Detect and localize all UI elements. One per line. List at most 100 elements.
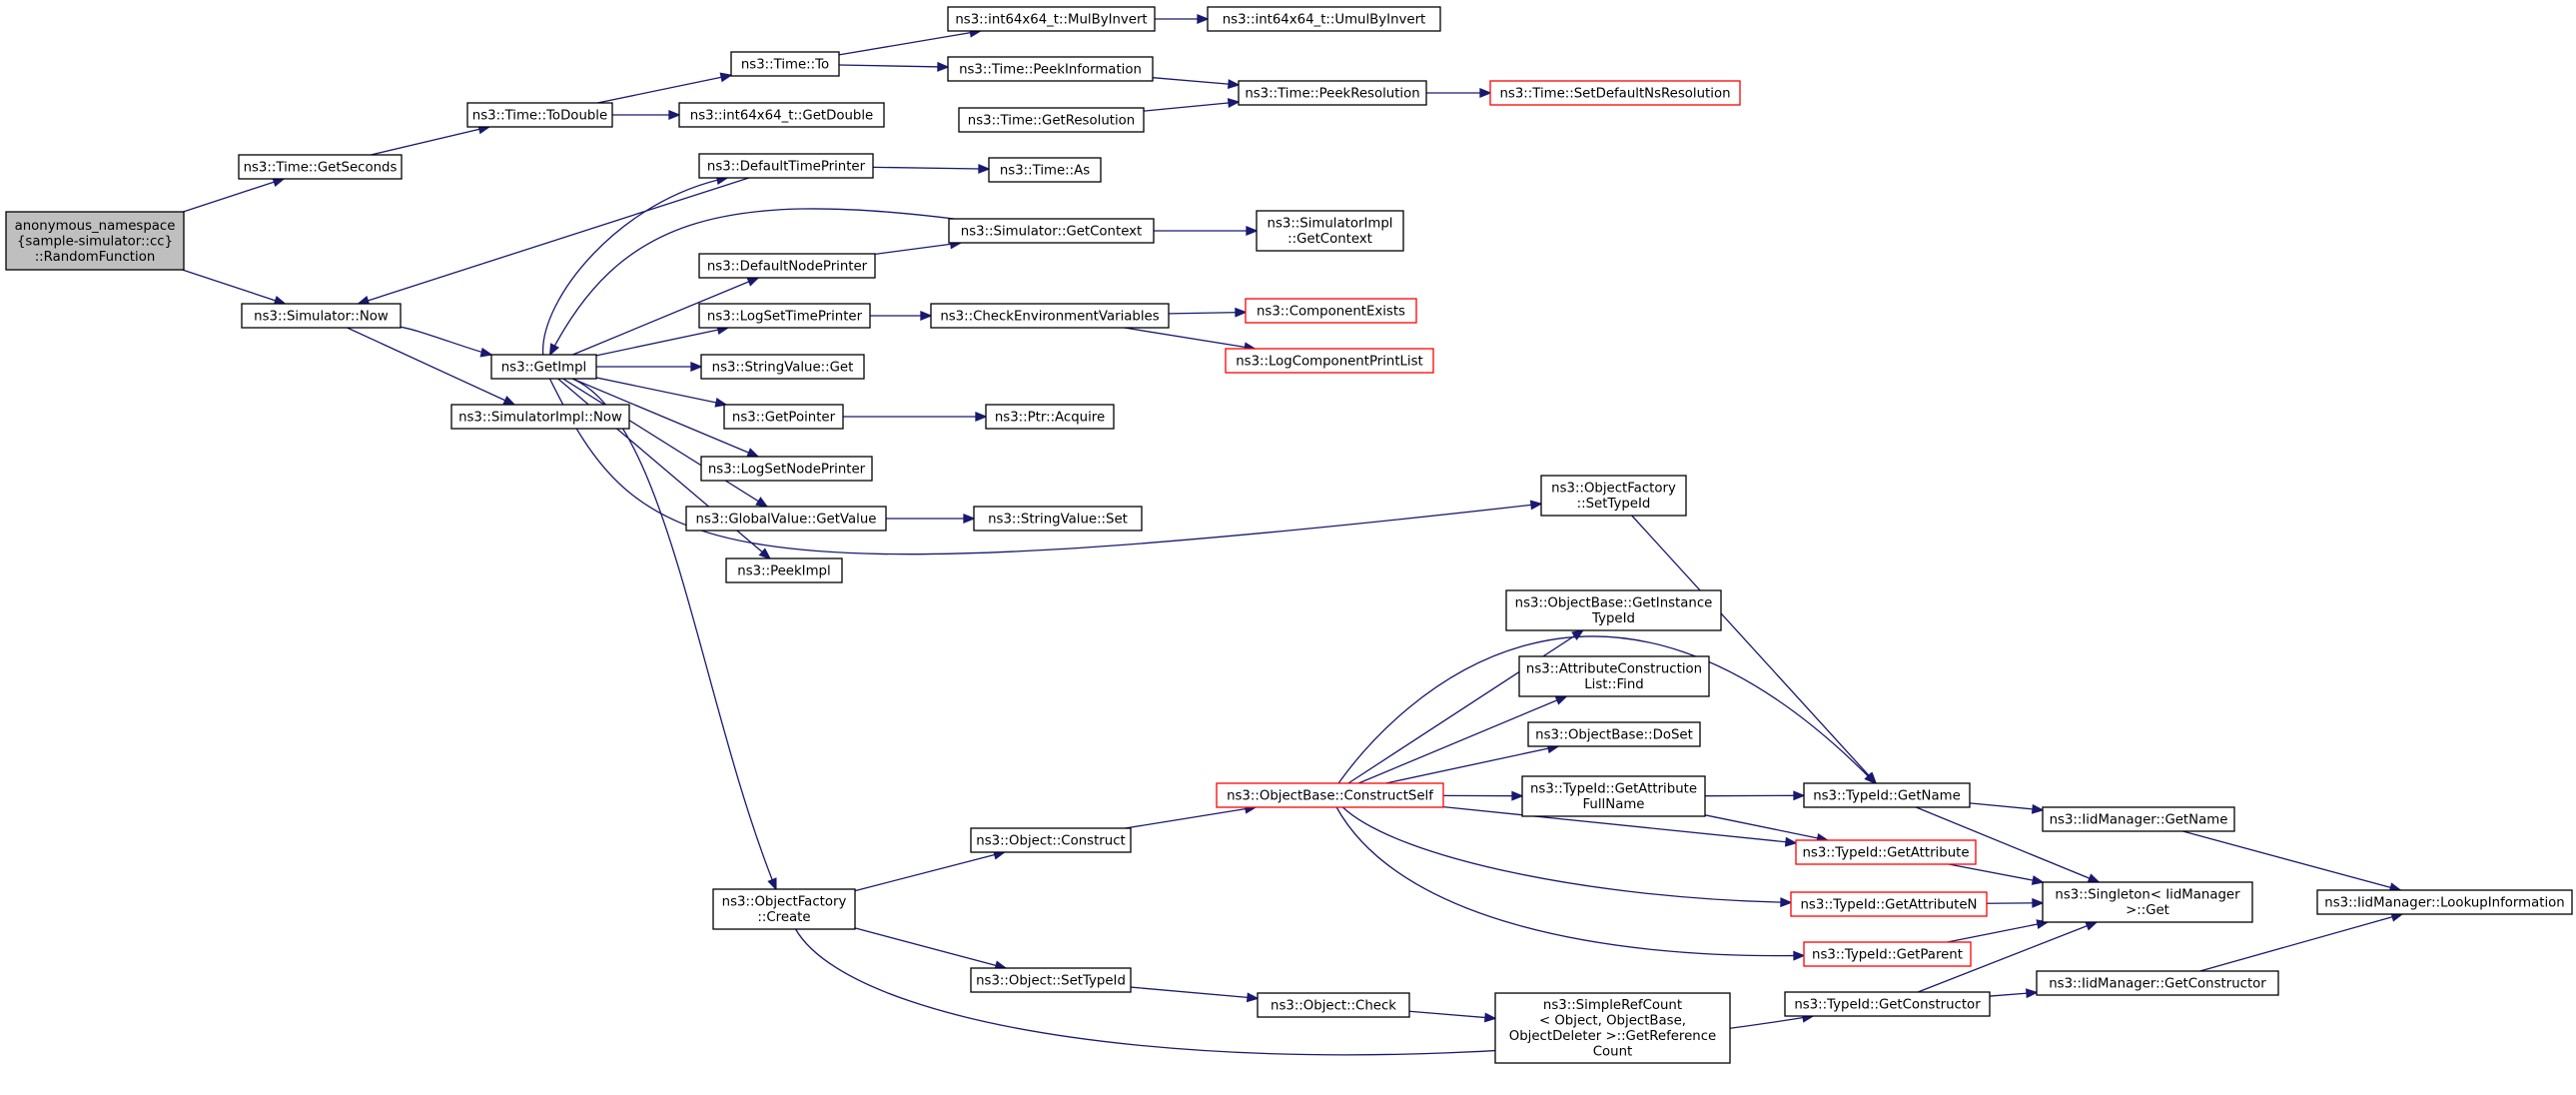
- node-box-logsetnodeprinter[interactable]: [700, 456, 873, 482]
- node-box-mulbyinvert[interactable]: [947, 6, 1156, 32]
- node-box-peekimpl[interactable]: [725, 557, 843, 583]
- node-box-timeas[interactable]: [988, 157, 1102, 183]
- node-stringvalueset[interactable]: ns3::StringValue::Set: [973, 506, 1143, 532]
- node-implgetcontext[interactable]: ns3::SimulatorImpl::GetContext: [1256, 210, 1404, 252]
- node-box-logcomponentprintlist[interactable]: [1225, 348, 1434, 374]
- node-timeto[interactable]: ns3::Time::To: [730, 51, 840, 77]
- node-box-logsettimeprinter[interactable]: [698, 303, 871, 329]
- node-constructself[interactable]: ns3::ObjectBase::ConstructSelf: [1216, 782, 1444, 808]
- node-box-stringvalueset[interactable]: [973, 506, 1143, 532]
- node-box-simimplnow[interactable]: [450, 404, 630, 430]
- node-objectcheck[interactable]: ns3::Object::Check: [1257, 992, 1410, 1018]
- node-umulbyinvert[interactable]: ns3::int64x64_t::UmulByInvert: [1207, 6, 1441, 32]
- node-typeidgetparent[interactable]: ns3::TypeId::GetParent: [1803, 941, 1972, 967]
- node-ofsettypeid[interactable]: ns3::ObjectFactory::SetTypeId: [1540, 475, 1687, 517]
- node-getcontext[interactable]: ns3::Simulator::GetContext: [948, 218, 1155, 244]
- node-ptracquire[interactable]: ns3::Ptr::Acquire: [985, 404, 1115, 430]
- node-box-simnow[interactable]: [241, 303, 402, 329]
- node-box-getresolution[interactable]: [958, 107, 1145, 133]
- node-box-componentexists[interactable]: [1245, 298, 1417, 324]
- node-box-objectcheck[interactable]: [1257, 992, 1410, 1018]
- node-box-typeidgetconstructor[interactable]: [1784, 991, 1991, 1017]
- node-simnow[interactable]: ns3::Simulator::Now: [241, 303, 402, 329]
- node-box-todouble[interactable]: [466, 102, 613, 128]
- node-componentexists[interactable]: ns3::ComponentExists: [1245, 298, 1417, 324]
- node-getattributen[interactable]: ns3::TypeId::GetAttributeN: [1790, 891, 1988, 917]
- node-box-getreferencecount[interactable]: [1494, 992, 1731, 1064]
- node-box-ptracquire[interactable]: [985, 404, 1115, 430]
- node-box-peekresolution[interactable]: [1238, 80, 1427, 106]
- node-logsettimeprinter[interactable]: ns3::LogSetTimePrinter: [698, 303, 871, 329]
- node-box-getpointer[interactable]: [723, 404, 844, 430]
- node-mulbyinvert[interactable]: ns3::int64x64_t::MulByInvert: [947, 6, 1156, 32]
- node-box-timeto[interactable]: [730, 51, 840, 77]
- node-box-attrconstlistfind[interactable]: [1518, 655, 1710, 697]
- node-iidgetname[interactable]: ns3::IidManager::GetName: [2042, 806, 2235, 832]
- node-logcomponentprintlist[interactable]: ns3::LogComponentPrintList: [1225, 348, 1434, 374]
- node-checkenv[interactable]: ns3::CheckEnvironmentVariables: [930, 303, 1170, 329]
- node-box-singletonget[interactable]: [2042, 881, 2253, 923]
- node-box-defaulttimeprinter[interactable]: [698, 153, 874, 179]
- node-getresolution[interactable]: ns3::Time::GetResolution: [958, 107, 1145, 133]
- node-box-getseconds[interactable]: [238, 154, 403, 180]
- node-box-ofsettypeid[interactable]: [1540, 475, 1687, 517]
- node-box-typeidgetattribute[interactable]: [1795, 839, 1977, 865]
- node-box-lookupinfo[interactable]: [2316, 889, 2573, 915]
- node-box-iidgetconstructor[interactable]: [2036, 970, 2279, 996]
- node-defaulttimeprinter[interactable]: ns3::DefaultTimePrinter: [698, 153, 874, 179]
- node-box-getattributen[interactable]: [1790, 891, 1988, 917]
- node-ofcreate[interactable]: ns3::ObjectFactory::Create: [712, 888, 856, 930]
- node-dosset[interactable]: ns3::ObjectBase::DoSet: [1527, 721, 1701, 747]
- node-box-iidgetname[interactable]: [2042, 806, 2235, 832]
- node-defaultnodeprinter[interactable]: ns3::DefaultNodePrinter: [698, 253, 876, 279]
- node-box-stringvalueget[interactable]: [700, 354, 865, 380]
- node-box-umulbyinvert[interactable]: [1207, 6, 1441, 32]
- node-root[interactable]: anonymous_namespace{sample-simulator::cc…: [5, 211, 185, 271]
- node-singletonget[interactable]: ns3::Singleton< IidManager >::Get: [2042, 881, 2253, 923]
- node-typeidgetconstructor[interactable]: ns3::TypeId::GetConstructor: [1784, 991, 1991, 1017]
- node-todouble[interactable]: ns3::Time::ToDouble: [466, 102, 613, 128]
- node-timeas[interactable]: ns3::Time::As: [988, 157, 1102, 183]
- node-box-implgetcontext[interactable]: [1256, 210, 1404, 252]
- node-box-objectsettypeid[interactable]: [970, 967, 1132, 993]
- node-simimplnow[interactable]: ns3::SimulatorImpl::Now: [450, 404, 630, 430]
- node-getseconds[interactable]: ns3::Time::GetSeconds: [238, 154, 403, 180]
- node-typeidgetname[interactable]: ns3::TypeId::GetName: [1803, 782, 1971, 808]
- node-box-setdefaultnsres[interactable]: [1489, 80, 1741, 106]
- node-logsetnodeprinter[interactable]: ns3::LogSetNodePrinter: [700, 456, 873, 482]
- node-box-globalvaluegetvalue[interactable]: [685, 506, 887, 532]
- node-getimpl[interactable]: ns3::GetImpl: [490, 354, 597, 380]
- node-objectsettypeid[interactable]: ns3::Object::SetTypeId: [970, 967, 1132, 993]
- node-getpointer[interactable]: ns3::GetPointer: [723, 404, 844, 430]
- node-box-defaultnodeprinter[interactable]: [698, 253, 876, 279]
- node-box-objectconstruct[interactable]: [970, 827, 1132, 853]
- node-peekinformation[interactable]: ns3::Time::PeekInformation: [947, 56, 1154, 82]
- node-int64getdouble[interactable]: ns3::int64x64_t::GetDouble: [678, 102, 885, 128]
- node-peekimpl[interactable]: ns3::PeekImpl: [725, 557, 843, 583]
- node-box-root[interactable]: [5, 211, 185, 271]
- node-box-typeidgetparent[interactable]: [1803, 941, 1972, 967]
- node-getreferencecount[interactable]: ns3::SimpleRefCount< Object, ObjectBase,…: [1494, 992, 1731, 1064]
- node-box-ofcreate[interactable]: [712, 888, 856, 930]
- node-lookupinfo[interactable]: ns3::IidManager::LookupInformation: [2316, 889, 2573, 915]
- node-box-getattributefullname[interactable]: [1521, 775, 1706, 817]
- node-box-getimpl[interactable]: [490, 354, 597, 380]
- node-stringvalueget[interactable]: ns3::StringValue::Get: [700, 354, 865, 380]
- node-setdefaultnsres[interactable]: ns3::Time::SetDefaultNsResolution: [1489, 80, 1741, 106]
- node-box-getinstancetypeid[interactable]: [1505, 589, 1722, 631]
- node-box-checkenv[interactable]: [930, 303, 1170, 329]
- node-typeidgetattribute[interactable]: ns3::TypeId::GetAttribute: [1795, 839, 1977, 865]
- node-globalvaluegetvalue[interactable]: ns3::GlobalValue::GetValue: [685, 506, 887, 532]
- node-box-getcontext[interactable]: [948, 218, 1155, 244]
- node-box-peekinformation[interactable]: [947, 56, 1154, 82]
- node-objectconstruct[interactable]: ns3::Object::Construct: [970, 827, 1132, 853]
- node-box-constructself[interactable]: [1216, 782, 1444, 808]
- node-iidgetconstructor[interactable]: ns3::IidManager::GetConstructor: [2036, 970, 2279, 996]
- node-box-dosset[interactable]: [1527, 721, 1701, 747]
- node-box-int64getdouble[interactable]: [678, 102, 885, 128]
- node-peekresolution[interactable]: ns3::Time::PeekResolution: [1238, 80, 1427, 106]
- node-box-typeidgetname[interactable]: [1803, 782, 1971, 808]
